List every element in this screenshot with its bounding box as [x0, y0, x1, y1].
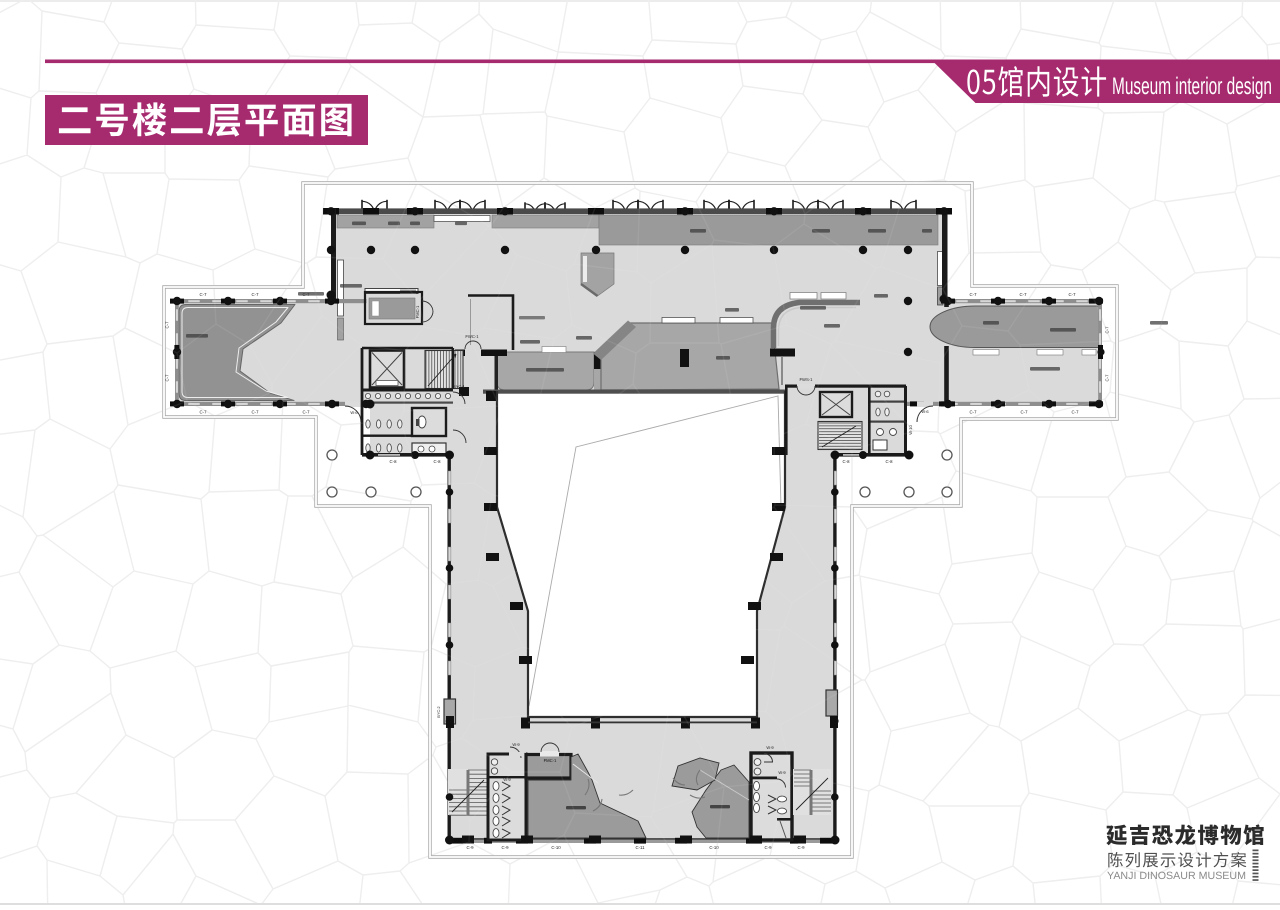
svg-text:BYC-1: BYC-1 — [453, 384, 466, 389]
svg-text:W-9: W-9 — [503, 777, 511, 782]
svg-text:C-9: C-9 — [765, 845, 773, 850]
svg-text:C-7: C-7 — [200, 410, 208, 415]
svg-text:C-7: C-7 — [252, 410, 260, 415]
svg-text:C-9: C-9 — [798, 845, 806, 850]
svg-text:C-7: C-7 — [970, 292, 978, 297]
svg-text:BYC-2: BYC-2 — [437, 706, 441, 717]
svg-text:W-9: W-9 — [512, 742, 520, 747]
svg-text:FWS-1: FWS-1 — [799, 377, 813, 382]
svg-text:W-9: W-9 — [778, 770, 786, 775]
svg-text:YANJI DINOSAUR MUSEUM: YANJI DINOSAUR MUSEUM — [1107, 870, 1246, 882]
svg-text:W-9: W-9 — [766, 745, 774, 750]
svg-text:C-7: C-7 — [1021, 410, 1029, 415]
svg-text:C-7: C-7 — [165, 321, 170, 329]
svg-text:C-7: C-7 — [1069, 292, 1077, 297]
svg-text:C-7: C-7 — [1072, 410, 1080, 415]
svg-text:C-11: C-11 — [636, 845, 646, 850]
svg-text:C-7: C-7 — [1105, 326, 1110, 334]
svg-text:C-9: C-9 — [502, 845, 510, 850]
svg-text:Museum interior design: Museum interior design — [1112, 73, 1272, 100]
svg-text:C-8: C-8 — [843, 459, 851, 464]
svg-text:C-9: C-9 — [467, 845, 475, 850]
svg-text:C-10: C-10 — [709, 845, 719, 850]
svg-text:W-6: W-6 — [350, 410, 358, 415]
svg-text:FMC-1: FMC-1 — [544, 758, 557, 763]
svg-text:C-8: C-8 — [886, 459, 894, 464]
svg-text:C-7: C-7 — [200, 292, 208, 297]
svg-text:FWC-1: FWC-1 — [465, 334, 479, 339]
svg-text:C-7: C-7 — [303, 410, 311, 415]
svg-text:W-10: W-10 — [908, 424, 913, 434]
svg-text:FMC-1: FMC-1 — [415, 305, 420, 318]
svg-text:C-7: C-7 — [1020, 292, 1028, 297]
svg-text:C-8: C-8 — [390, 459, 398, 464]
svg-text:C-7: C-7 — [970, 410, 978, 415]
svg-text:C-7: C-7 — [252, 292, 260, 297]
svg-text:C-10: C-10 — [551, 845, 561, 850]
svg-text:C-7: C-7 — [165, 374, 170, 382]
svg-text:W-6: W-6 — [921, 409, 929, 414]
svg-text:C-8: C-8 — [434, 459, 442, 464]
svg-text:C-7: C-7 — [1105, 374, 1110, 382]
